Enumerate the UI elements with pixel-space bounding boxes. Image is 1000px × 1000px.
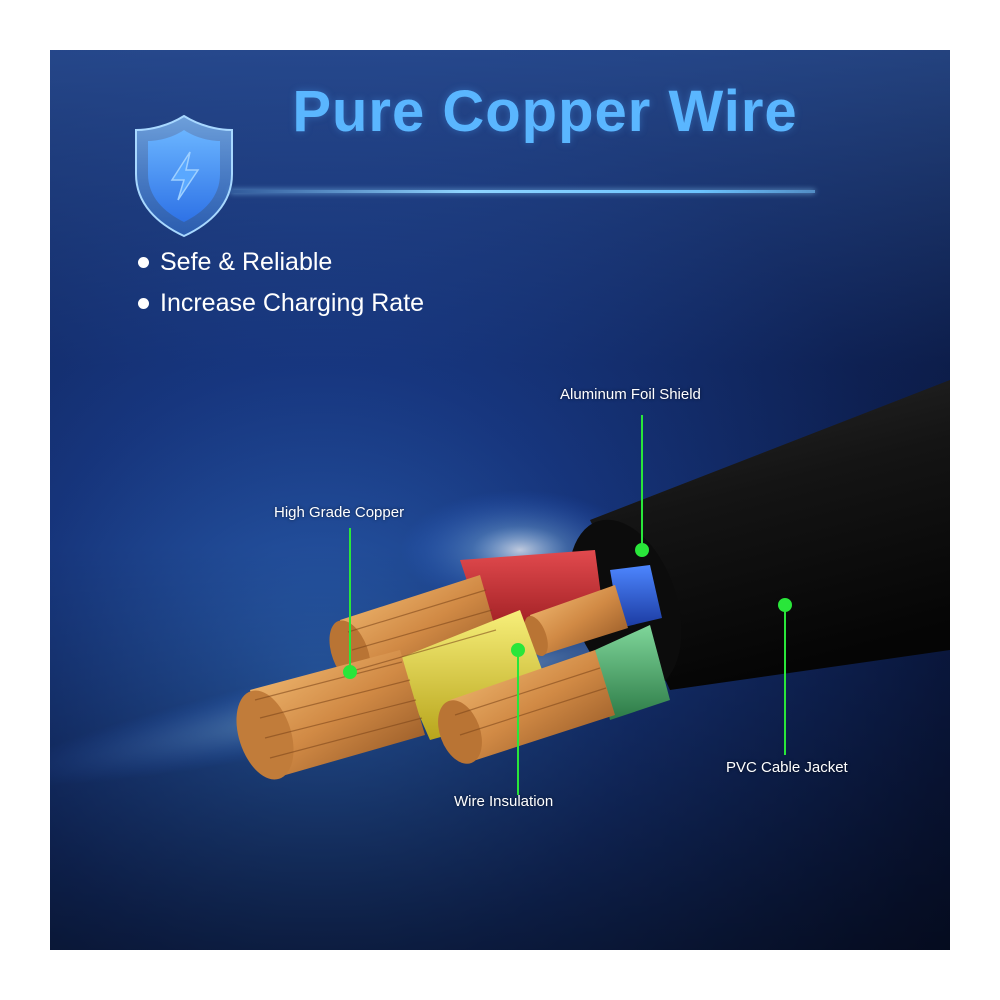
product-image-panel: Pure Copper Wire Sefe & Reliable Increas… — [50, 50, 950, 950]
bullet-dot — [138, 257, 149, 268]
page-title: Pure Copper Wire — [292, 79, 798, 144]
label-aluminum-foil-shield: Aluminum Foil Shield — [560, 386, 701, 403]
shield-lightning-icon — [135, 114, 233, 238]
label-high-grade-copper: High Grade Copper — [274, 504, 405, 521]
feature-text: Sefe & Reliable — [160, 248, 333, 276]
feature-item: Sefe & Reliable — [136, 242, 424, 283]
feature-list: Sefe & Reliable Increase Charging Rate — [136, 242, 424, 324]
title-underline — [230, 190, 815, 193]
cable-illustration — [50, 380, 950, 795]
label-wire-insulation: Wire Insulation — [454, 793, 554, 810]
feature-item: Increase Charging Rate — [136, 283, 424, 324]
bullet-dot — [138, 298, 149, 309]
label-pvc-cable-jacket: PVC Cable Jacket — [726, 759, 848, 776]
feature-text: Increase Charging Rate — [160, 289, 425, 317]
